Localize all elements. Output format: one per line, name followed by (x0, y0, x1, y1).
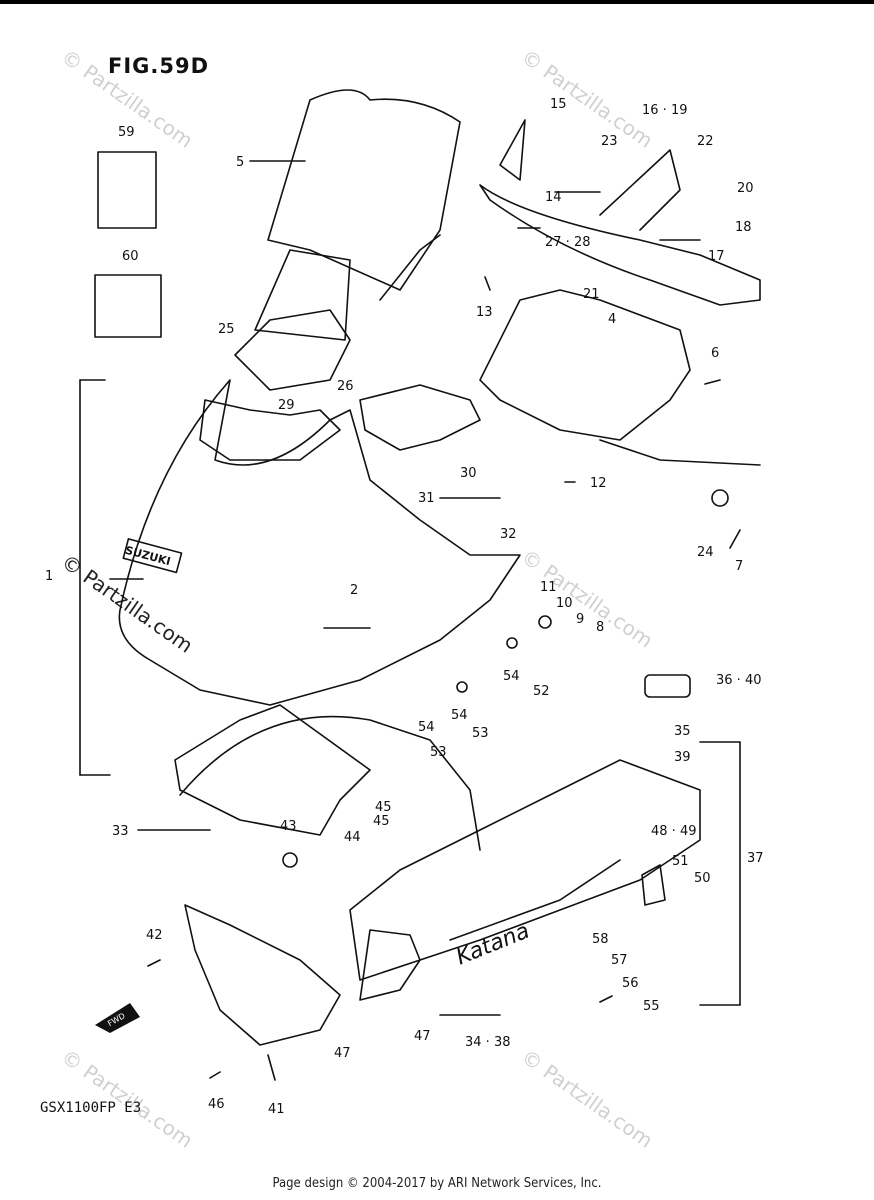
callout: 29 (278, 398, 295, 413)
under-panel-41 (184, 904, 341, 1046)
callout: 45 (373, 814, 390, 829)
callout: 22 (697, 134, 714, 149)
callout: 31 (418, 491, 435, 506)
callout: 4 (608, 312, 616, 327)
callout: 50 (694, 871, 711, 886)
callout: 2 (350, 583, 358, 598)
callout: 35 (674, 724, 691, 739)
callout: 20 (737, 181, 754, 196)
callout: 42 (146, 928, 163, 943)
model-code: GSX1100FP E3 (40, 1100, 142, 1116)
callout: 32 (500, 527, 517, 542)
watermark: © Partzilla.com (517, 44, 657, 152)
callout: 51 (672, 854, 689, 869)
callout: 46 (208, 1097, 225, 1112)
callout: 47 (414, 1029, 431, 1044)
callout: 16 · 19 (642, 103, 687, 118)
callout: 34 · 38 (465, 1035, 510, 1050)
callout: 27 · 28 (545, 235, 590, 250)
callout: 10 (556, 596, 573, 611)
decal-katana: Katana (453, 919, 533, 971)
callout: 15 (550, 97, 567, 112)
callout: 41 (268, 1102, 285, 1117)
callout: 47 (334, 1046, 351, 1061)
callout: 52 (533, 684, 550, 699)
callout: 43 (280, 819, 297, 834)
callout: 48 · 49 (651, 824, 696, 839)
line-art (79, 89, 761, 1081)
callout: 8 (596, 620, 604, 635)
callout: 33 (112, 824, 129, 839)
callout: 13 (476, 305, 493, 320)
callout: 39 (674, 750, 691, 765)
callout: 36 · 40 (716, 673, 761, 688)
callout: 37 (747, 851, 764, 866)
callout: 59 (118, 125, 135, 140)
callout: 14 (545, 190, 562, 205)
callout: 45 (375, 800, 392, 815)
callout: 18 (735, 220, 752, 235)
warning-label-60 (94, 274, 162, 338)
cowl-stay-frame (479, 289, 691, 441)
callout: 21 (583, 287, 600, 302)
callout: 26 (337, 379, 354, 394)
reflector-36 (644, 674, 691, 698)
callout: 60 (122, 249, 139, 264)
top-border (0, 0, 874, 4)
figure-title: FIG.59D (108, 54, 210, 78)
callout: 25 (218, 322, 235, 337)
page-footer: Page design © 2004-2017 by ARI Network S… (272, 1176, 602, 1191)
callout: 24 (697, 545, 714, 560)
callout: 53 (472, 726, 489, 741)
windscreen (267, 89, 461, 291)
callout: 12 (590, 476, 607, 491)
callout: 23 (601, 134, 618, 149)
callout: 55 (643, 999, 660, 1014)
callout: 44 (344, 830, 361, 845)
caution-label-59 (97, 151, 157, 229)
suzuki-emblem (122, 538, 183, 574)
callout-labels: 59 60 5 15 16 · 19 23 22 20 18 14 27 · 2… (45, 97, 764, 1117)
callout: 17 (708, 249, 725, 264)
upper-cowling (118, 379, 521, 706)
callout: 57 (611, 953, 628, 968)
watermark: © Partzilla.com (517, 544, 657, 652)
callout: 54 (451, 708, 468, 723)
headlight-bracket (359, 384, 481, 451)
callout: 11 (540, 580, 557, 595)
callout: 58 (592, 932, 609, 947)
callout: 9 (576, 612, 584, 627)
watermark: © Partzilla.com (57, 1044, 197, 1152)
callout: 5 (236, 155, 244, 170)
fwd-arrow: FWD (95, 1003, 140, 1033)
cowl-trim-29 (199, 399, 341, 461)
callout: 6 (711, 346, 719, 361)
callout: 53 (430, 745, 447, 760)
callout: 7 (735, 559, 743, 574)
callout: 1 (45, 569, 53, 584)
watermark: © Partzilla.com (517, 1044, 657, 1152)
callout: 54 (503, 669, 520, 684)
callout: 30 (460, 466, 477, 481)
side-fairing-37 (349, 759, 701, 981)
meter-bracket (234, 309, 351, 391)
callout: 54 (418, 720, 435, 735)
callout: 56 (622, 976, 639, 991)
lower-cowl-33 (179, 715, 481, 851)
bracket-48 (641, 864, 666, 906)
